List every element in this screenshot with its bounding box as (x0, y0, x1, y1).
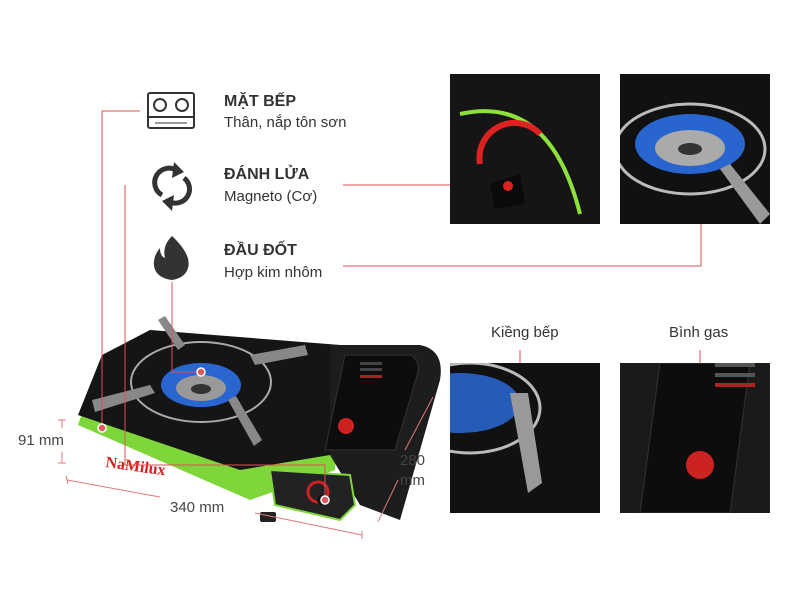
ignition-knob-photo (450, 74, 600, 224)
burner-photo (620, 74, 770, 224)
stove-image (78, 316, 441, 522)
label-gas-canister: Bình gas (669, 324, 729, 341)
dimension-height: 91 mm (18, 432, 64, 449)
feature-title-burner: ĐẦU ĐỐT (224, 242, 297, 259)
feature-title-ignition: ĐÁNH LỬA (224, 166, 310, 183)
label-pot-support: Kiềng bếp (491, 324, 559, 341)
feature-sub-burner: Hợp kim nhôm (224, 264, 323, 281)
dimension-depth-value: 280 (400, 452, 426, 469)
dimension-lines (58, 396, 434, 539)
feature-sub-ignition: Magneto (Cơ) (224, 188, 318, 205)
feature-sub-surface: Thân, nắp tôn sơn (224, 114, 347, 131)
dimension-width: 340 mm (170, 499, 225, 516)
feature-title-surface: MẶT BẾP (224, 93, 296, 110)
pot-support-photo (450, 363, 600, 513)
gas-canister-photo (620, 363, 770, 513)
dimension-depth-unit: mm (400, 472, 425, 489)
